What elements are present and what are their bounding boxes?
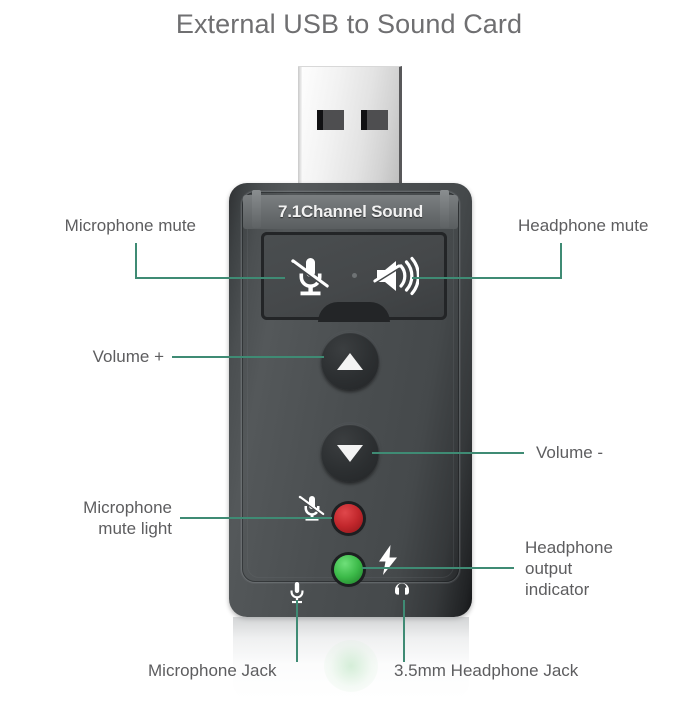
- label-microphone-mute-light: Microphone mute light: [83, 498, 172, 538]
- usb-contact-slot-left: [317, 110, 344, 130]
- leader-headphone-mute-horizontal: [412, 277, 562, 279]
- brand-band-tab-left: [252, 190, 261, 228]
- label-headphone-output-indicator: Headphone output indicator: [525, 538, 613, 599]
- leader-headphone-jack: [403, 600, 405, 662]
- panel-status-dot: [352, 273, 357, 278]
- leader-volume-up: [172, 356, 324, 358]
- leader-microphone-mute-horizontal: [135, 277, 285, 279]
- label-headphone-jack: 3.5mm Headphone Jack: [394, 661, 579, 680]
- leader-microphone-mute-light: [180, 517, 332, 519]
- panel-bottom-notch: [318, 302, 390, 322]
- lightning-bolt-icon: [376, 545, 400, 575]
- label-headphone-mute: Headphone mute: [518, 216, 649, 235]
- reflection-glow: [324, 640, 378, 692]
- brand-band-tab-right: [440, 190, 449, 228]
- page-title: External USB to Sound Card: [175, 9, 523, 39]
- sound-card-body: 7.1Channel Sound: [229, 183, 472, 617]
- brand-band: 7.1Channel Sound: [243, 190, 458, 229]
- usb-connector: [298, 66, 402, 196]
- volume-down-button[interactable]: [321, 424, 379, 482]
- label-volume-up: Volume +: [92, 347, 164, 366]
- leader-headphone-output-indicator: [362, 567, 514, 569]
- label-microphone-jack: Microphone Jack: [148, 661, 277, 680]
- headphone-jack-icon: [392, 581, 412, 605]
- microphone-mute-icon: [287, 254, 333, 298]
- microphone-mute-glyph-icon: [297, 493, 327, 523]
- triangle-down-icon: [337, 444, 363, 462]
- label-microphone-mute: Microphone mute: [64, 216, 196, 235]
- leader-microphone-jack: [296, 600, 298, 662]
- leader-headphone-mute-vertical: [560, 243, 562, 278]
- microphone-mute-led: [334, 504, 363, 533]
- brand-label: 7.1Channel Sound: [277, 202, 424, 221]
- triangle-up-icon: [337, 352, 363, 370]
- headphone-output-led: [334, 555, 363, 584]
- mute-indicator-panel: [261, 232, 447, 322]
- headphone-mute-icon: [373, 254, 420, 298]
- volume-up-button[interactable]: [321, 332, 379, 390]
- leader-microphone-mute-vertical: [135, 243, 137, 278]
- usb-contact-slot-right: [361, 110, 388, 130]
- label-volume-down: Volume -: [536, 443, 604, 462]
- leader-volume-down: [372, 452, 524, 454]
